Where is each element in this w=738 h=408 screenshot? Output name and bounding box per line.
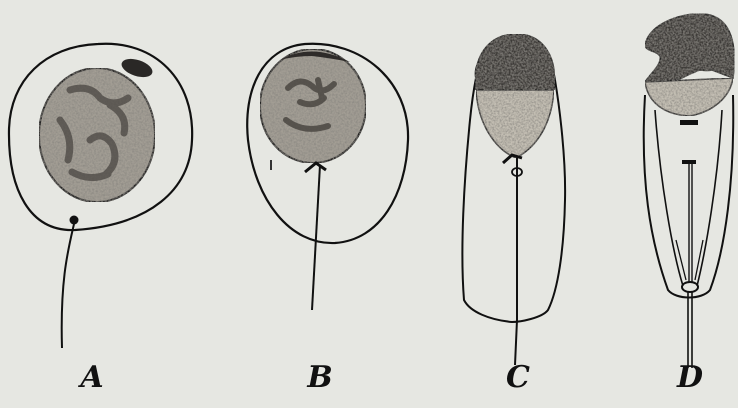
cell-c [462, 34, 565, 365]
cell-d [644, 14, 735, 368]
cell-c-nucleoplasm [476, 90, 554, 158]
cell-b-rhizoplast [305, 163, 326, 172]
cell-b-flagellum [312, 165, 320, 310]
cell-a-flagellum [62, 224, 74, 348]
panel-label-d: D [670, 360, 710, 395]
cell-c-flagellum [515, 158, 517, 365]
cell-d-blepharoplast [680, 120, 698, 125]
cell-a [9, 44, 192, 348]
panel-label-b: B [300, 360, 340, 395]
cell-a-basal-body [70, 216, 79, 225]
cell-d-axostyle [689, 164, 692, 282]
cell-d-nucleoplasm [645, 78, 733, 116]
panel-label-a: A [72, 360, 112, 395]
cell-d-basal-ring [682, 282, 698, 292]
cell-c-chromatin-cap [475, 34, 554, 90]
cell-d-flagellum [688, 292, 692, 368]
cell-d-granule-top [682, 160, 696, 164]
cell-b [247, 44, 408, 310]
cell-d-chromatin-cap [645, 14, 734, 82]
panel-label-c: C [498, 360, 538, 395]
cell-c-rhizoplast [503, 155, 522, 163]
